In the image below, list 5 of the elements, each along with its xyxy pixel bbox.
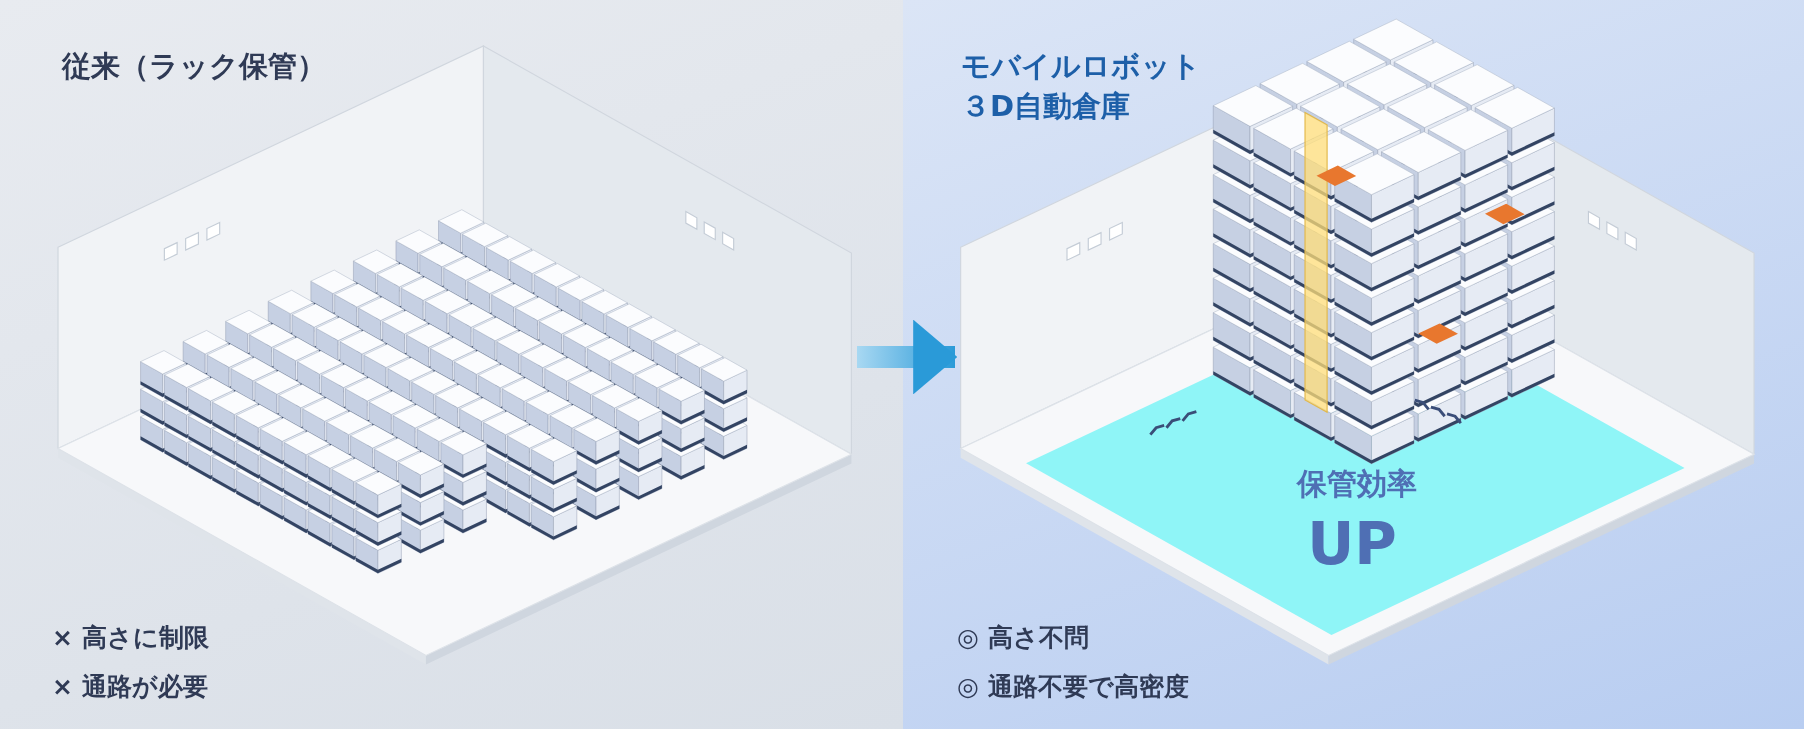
list-item: ◎ 通路不要で高密度: [957, 671, 1189, 703]
list-item: × 通路が必要: [52, 671, 208, 703]
arrow: [857, 319, 958, 395]
panel-title: 従来（ラック保管）: [62, 48, 326, 85]
panel-title: モバイルロボット３D自動倉庫: [961, 48, 1202, 125]
